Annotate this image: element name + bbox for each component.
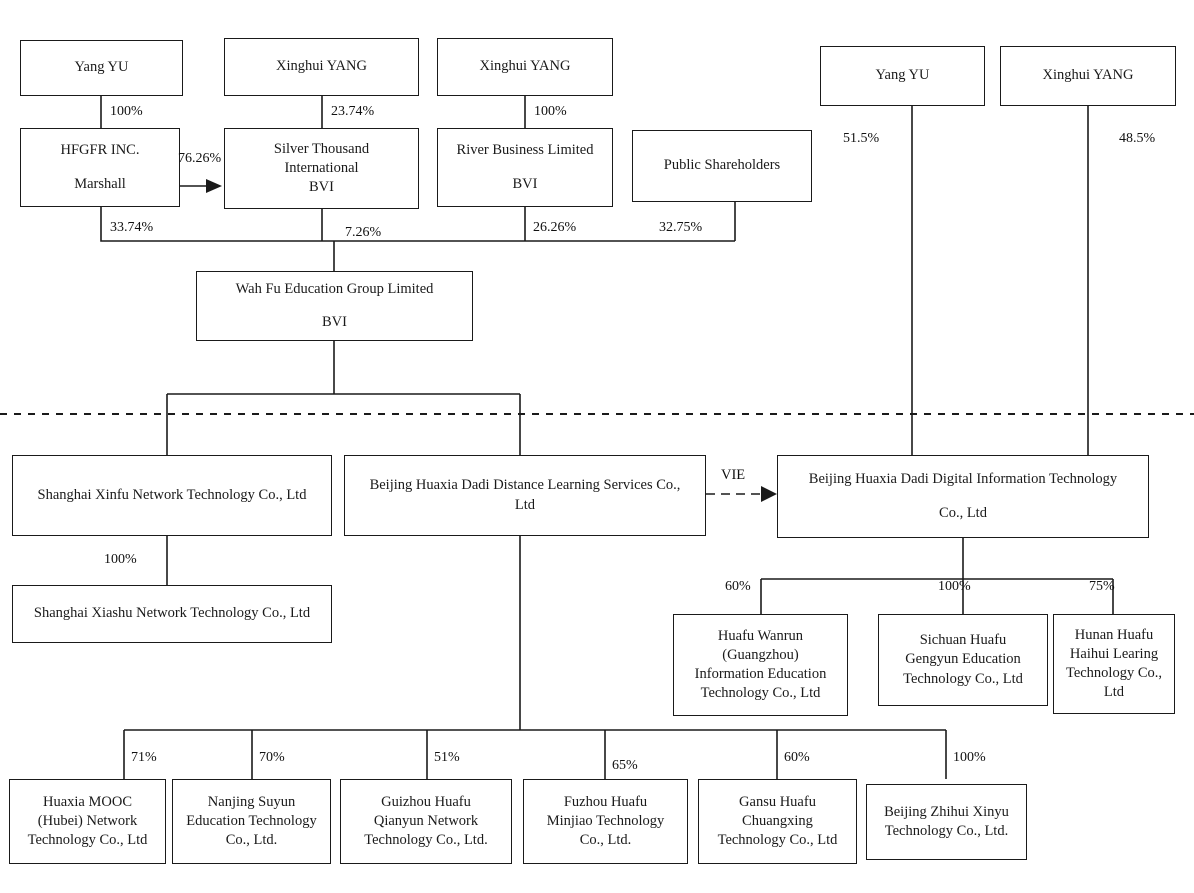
node-label: Co., Ltd.	[579, 832, 632, 849]
pct-distance-zhihui: 100%	[953, 750, 986, 765]
node-beijing-huaxia-distance-learning[interactable]: Beijing Huaxia Dadi Distance Learning Se…	[344, 455, 706, 536]
node-label: Information Education	[694, 666, 827, 682]
node-label: Fuzhou Huafu	[563, 793, 648, 810]
node-label: Yang YU	[875, 67, 930, 84]
node-label: Public Shareholders	[663, 157, 781, 174]
node-label: Xinghui YANG	[479, 58, 571, 75]
node-label: Beijing Zhihui Xinyu	[884, 803, 1009, 820]
node-label: Beijing Huaxia Dadi Distance Learning Se…	[369, 477, 681, 494]
node-gansu-huafu-chuangxing[interactable]: Gansu Huafu Chuangxing Technology Co., L…	[698, 779, 857, 864]
pct-distance-nanjing: 70%	[259, 750, 285, 765]
node-label: Silver Thousand	[273, 140, 370, 157]
pct-distance-gansu: 60%	[784, 750, 810, 765]
node-label: Technology Co., Ltd.	[364, 832, 488, 849]
node-label: Nanjing Suyun	[207, 793, 296, 810]
node-label: Co., Ltd.	[225, 832, 278, 849]
node-label: Education Technology	[186, 812, 317, 829]
node-label: Xinghui YANG	[1042, 67, 1134, 84]
node-huafu-wanrun-guangzhou[interactable]: Huafu Wanrun (Guangzhou) Information Edu…	[673, 614, 848, 716]
node-public-shareholders[interactable]: Public Shareholders	[632, 130, 812, 202]
node-yang-yu-left[interactable]: Yang YU	[20, 40, 183, 96]
node-label: Qianyun Network	[373, 812, 479, 829]
node-label: Technology Co., Ltd	[903, 670, 1023, 687]
node-guizhou-huafu-qianyun[interactable]: Guizhou Huafu Qianyun Network Technology…	[340, 779, 512, 864]
node-label: HFGFR INC.	[60, 142, 140, 159]
node-label: BVI	[512, 175, 538, 192]
node-label: Minjiao Technology	[546, 812, 665, 829]
node-label: International	[284, 159, 359, 176]
node-label: Marshall	[74, 175, 126, 192]
pct-distance-fuzhou: 65%	[612, 758, 638, 773]
node-label: BVI	[322, 314, 347, 330]
node-label: Haihui Learing	[1069, 645, 1159, 662]
node-label: Shanghai Xinfu Network Technology Co., L…	[37, 486, 307, 503]
node-beijing-zhihui-xinyu[interactable]: Beijing Zhihui Xinyu Technology Co., Ltd…	[866, 784, 1027, 860]
node-label: Technology Co., Ltd.	[884, 823, 1009, 839]
pct-distance-guizhou: 51%	[434, 750, 460, 765]
node-huaxia-mooc-hubei[interactable]: Huaxia MOOC (Hubei) Network Technology C…	[9, 779, 166, 864]
node-hunan-huafu-haihui[interactable]: Hunan Huafu Haihui Learing Technology Co…	[1053, 614, 1175, 714]
pct-yangyu-right-digital: 51.5%	[843, 131, 880, 146]
node-silver-thousand-international[interactable]: Silver Thousand International BVI	[224, 128, 419, 209]
node-label: Huaxia MOOC	[42, 793, 132, 810]
node-label: Technology Co., Ltd	[27, 832, 148, 849]
node-fuzhou-huafu-minjiao[interactable]: Fuzhou Huafu Minjiao Technology Co., Ltd…	[523, 779, 688, 864]
pct-hfgfr-wahfu: 33.74%	[110, 220, 154, 235]
pct-hfgfr-silver: 76.26%	[178, 151, 222, 166]
node-label: Ltd	[1103, 684, 1125, 701]
pct-public-wahfu: 32.75%	[659, 220, 703, 235]
node-label: Hunan Huafu	[1074, 626, 1154, 643]
node-label: Beijing Huaxia Dadi Digital Information …	[808, 471, 1118, 488]
node-label: Technology Co.,	[1065, 665, 1163, 681]
node-nanjing-suyun[interactable]: Nanjing Suyun Education Technology Co., …	[172, 779, 331, 864]
pct-digital-hunan: 75%	[1089, 579, 1115, 594]
node-label: Shanghai Xiashu Network Technology Co., …	[33, 605, 311, 622]
pct-xinghui-silver: 23.74%	[331, 104, 375, 119]
pct-yangyu-hfgfr: 100%	[110, 104, 143, 119]
vie-label: VIE	[721, 467, 746, 483]
pct-xinfu-xiashu: 100%	[104, 552, 137, 567]
node-label: Huafu Wanrun	[717, 627, 804, 644]
arrowhead-vie	[761, 486, 777, 502]
pct-distance-mooc: 71%	[131, 750, 157, 765]
node-hfgfr-inc[interactable]: HFGFR INC. Marshall	[20, 128, 180, 207]
node-beijing-huaxia-digital-information[interactable]: Beijing Huaxia Dadi Digital Information …	[777, 455, 1149, 538]
node-label: Sichuan Huafu	[919, 632, 1007, 649]
node-label: Gansu Huafu	[739, 793, 816, 810]
pct-digital-wanrun: 60%	[725, 579, 751, 594]
pct-xinghui-right-digital: 48.5%	[1119, 131, 1156, 146]
node-label: Wah Fu Education Group Limited	[235, 280, 434, 297]
node-label: Gengyun Education	[905, 651, 1021, 668]
node-label: Xinghui YANG	[276, 58, 367, 75]
node-label: Chuangxing	[742, 812, 813, 829]
node-yang-yu-right[interactable]: Yang YU	[820, 46, 985, 106]
node-label: Ltd	[514, 496, 536, 513]
pct-river-wahfu: 26.26%	[533, 220, 577, 235]
node-label: Co., Ltd	[939, 504, 987, 521]
pct-silver-wahfu: 7.26%	[345, 225, 382, 240]
node-label: (Hubei) Network	[37, 812, 138, 829]
node-label: Technology Co., Ltd	[700, 685, 821, 702]
node-label: River Business Limited	[456, 142, 594, 159]
node-wah-fu-education-group[interactable]: Wah Fu Education Group Limited BVI	[196, 271, 473, 341]
node-xinghui-yang-right[interactable]: Xinghui YANG	[1000, 46, 1176, 106]
node-sichuan-huafu-gengyun[interactable]: Sichuan Huafu Gengyun Education Technolo…	[878, 614, 1048, 706]
node-label: Guizhou Huafu	[381, 793, 471, 810]
node-shanghai-xiashu[interactable]: Shanghai Xiashu Network Technology Co., …	[12, 585, 332, 643]
pct-xinghui-river: 100%	[534, 104, 567, 119]
node-xinghui-yang-2[interactable]: Xinghui YANG	[437, 38, 613, 96]
node-river-business-limited[interactable]: River Business Limited BVI	[437, 128, 613, 207]
pct-digital-sichuan: 100%	[938, 579, 971, 594]
wire-hfgfr-bus	[100, 207, 735, 242]
node-label: Yang YU	[74, 59, 129, 76]
node-label: BVI	[309, 179, 334, 196]
node-xinghui-yang-1[interactable]: Xinghui YANG	[224, 38, 419, 96]
node-label: Technology Co., Ltd	[717, 832, 838, 849]
arrowhead-hfgfr-silver	[206, 179, 222, 193]
node-label: (Guangzhou)	[722, 646, 799, 663]
node-shanghai-xinfu[interactable]: Shanghai Xinfu Network Technology Co., L…	[12, 455, 332, 536]
